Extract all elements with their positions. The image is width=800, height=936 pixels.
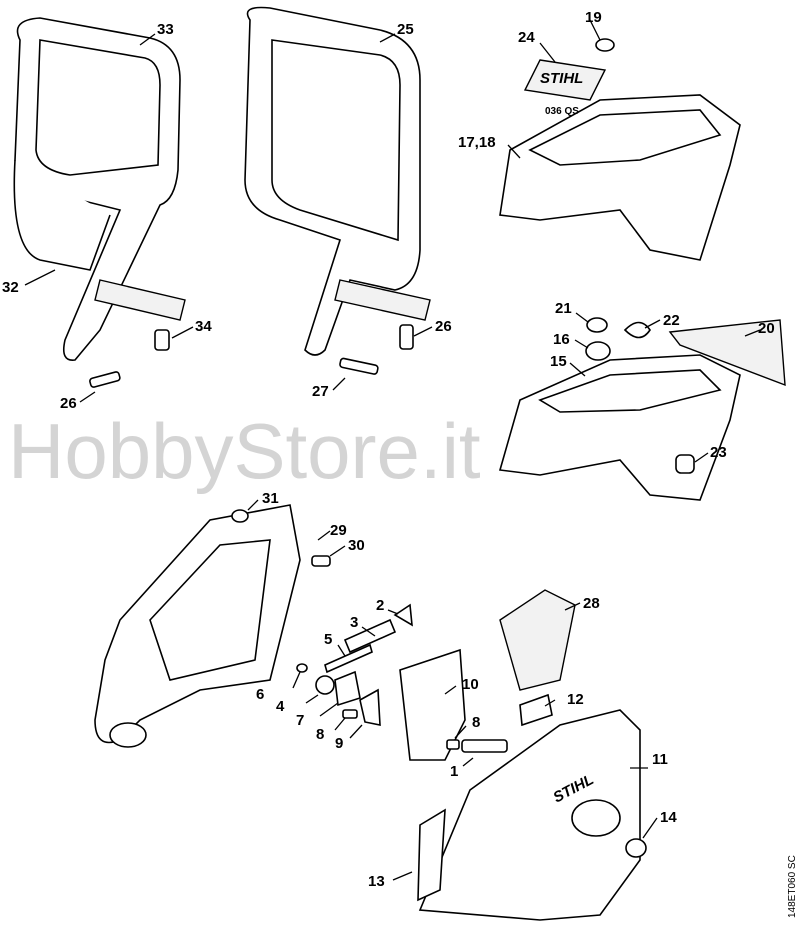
label-24: 24 (518, 29, 535, 46)
label-3: 3 (350, 614, 358, 631)
screw-34[interactable] (154, 329, 170, 351)
drawing-code: 148ET060 SC (787, 855, 798, 918)
label-20: 20 (758, 320, 775, 337)
plug-21 (586, 317, 608, 333)
label-12: 12 (567, 691, 584, 708)
label-7: 7 (296, 712, 304, 729)
label-5: 5 (324, 631, 332, 648)
label-27: 27 (312, 383, 329, 400)
label-26: 26 (60, 395, 77, 412)
grommet-16 (585, 341, 611, 361)
nut-14 (625, 838, 647, 858)
label-16: 16 (553, 331, 570, 348)
plate-28 (499, 589, 576, 691)
part-3 (343, 618, 397, 654)
label-19: 19 (585, 9, 602, 26)
label-10: 10 (462, 676, 479, 693)
label-28: 28 (583, 595, 600, 612)
label-32: 32 (2, 279, 19, 296)
label-9: 9 (335, 735, 343, 752)
label-2: 2 (376, 597, 384, 614)
label-25: 25 (397, 21, 414, 38)
ring-6 (296, 663, 308, 673)
label-29: 29 (330, 522, 347, 539)
screw-30 (311, 555, 331, 567)
label-22: 22 (663, 312, 680, 329)
shroud-17-18[interactable]: STIHL 036 QS (499, 38, 741, 261)
sprocket-cover-11[interactable]: STIHL (417, 693, 647, 921)
label-13: 13 (368, 873, 385, 890)
label-31: 31 (262, 490, 279, 507)
gear-4 (315, 675, 335, 695)
part-labels: 33 25 19 24 17,18 32 34 26 26 27 21 22 2… (2, 9, 775, 890)
screw-27[interactable] (339, 357, 379, 375)
bolt-5 (324, 643, 373, 674)
screw-26b[interactable] (399, 324, 414, 350)
shroud-15[interactable] (498, 317, 786, 501)
watermark: HobbyStore.it (8, 407, 481, 495)
stud-1 (461, 739, 508, 753)
grommet-19 (595, 38, 615, 52)
pad-13 (417, 808, 446, 902)
plate-7 (334, 670, 361, 707)
label-17-18: 17,18 (458, 134, 496, 151)
label-8b: 8 (472, 714, 480, 731)
catcher-12 (519, 693, 553, 727)
crankcase[interactable] (94, 504, 331, 748)
label-8: 8 (316, 726, 324, 743)
decal-model-text: 036 QS (545, 106, 579, 117)
label-26b: 26 (435, 318, 452, 335)
label-30: 30 (348, 537, 365, 554)
label-1: 1 (450, 763, 458, 780)
decal-24 (523, 59, 607, 101)
label-14: 14 (660, 809, 677, 826)
leader-lines (24, 19, 761, 881)
label-15: 15 (550, 353, 567, 370)
part-2 (393, 603, 413, 627)
label-23: 23 (710, 444, 727, 461)
oil-pump-parts[interactable] (296, 589, 576, 761)
decal-logo: STIHL (540, 70, 583, 87)
screw-8a (342, 709, 358, 719)
label-11: 11 (652, 751, 668, 768)
label-21: 21 (555, 300, 572, 317)
cap-22 (623, 321, 651, 339)
nut-31 (231, 509, 249, 523)
bush-23 (675, 454, 695, 474)
label-6: 6 (256, 686, 264, 703)
cam-9 (359, 688, 381, 726)
handle-bar-25[interactable] (244, 6, 431, 356)
label-34: 34 (195, 318, 212, 335)
handle-bar-33[interactable] (13, 17, 186, 361)
label-4: 4 (276, 698, 285, 715)
label-33: 33 (157, 21, 174, 38)
screw-8b (446, 739, 460, 750)
pad-20 (668, 319, 786, 387)
screw-26[interactable] (89, 371, 121, 388)
